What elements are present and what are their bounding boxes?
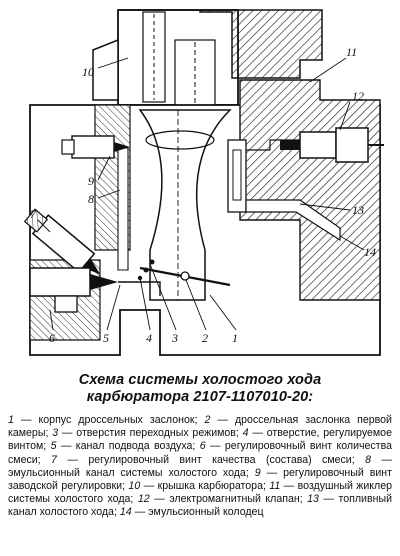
quality-screw — [23, 208, 101, 275]
carburetor-idle-system-diagram: 1 2 3 4 5 6 7 8 9 10 11 12 13 14 — [23, 9, 384, 356]
legend-text: 1 — корпус дроссельных заслонок; 2 — дро… — [8, 414, 392, 520]
callout-2: 2 — [202, 331, 208, 345]
legend-number: 13 — [307, 493, 319, 506]
callout-11: 11 — [346, 45, 357, 59]
callout-5: 5 — [103, 331, 109, 345]
legend-item-5: 5 — канал подвода воздуха; — [50, 440, 196, 453]
caption-title-line-2: карбюратора 2107-1107010-20: — [86, 389, 314, 405]
legend-text: эмульсионный колодец — [148, 506, 264, 519]
legend-item-1: 1 — корпус дроссельных заслонок; — [8, 414, 198, 426]
legend-number: 1 — [8, 414, 14, 426]
legend-number: 11 — [269, 480, 281, 493]
legend-item-10: 10 — крышка карбюратора; — [128, 480, 266, 493]
legend-item-13: 13 — топливный канал холостого хода; — [8, 493, 392, 519]
callout-13: 13 — [352, 203, 364, 217]
callout-1: 1 — [232, 331, 238, 345]
air-channel — [118, 259, 161, 296]
legend-number: 8 — [365, 453, 371, 466]
legend-item-14: 14 — эмульсионный колодец — [119, 506, 264, 519]
legend-number: 9 — [254, 466, 261, 479]
legend-item-12: 12 — электромагнитный клапан; — [137, 493, 303, 506]
carburetor-cover — [92, 9, 323, 106]
legend-item-8: 8 — эмульсионный канал системы холостого… — [8, 453, 392, 479]
legend-number: 4 — [242, 427, 249, 440]
callout-4: 4 — [146, 331, 152, 345]
callout-8: 8 — [88, 192, 94, 206]
legend-text: регулировочный винт количества смеси; — [8, 440, 392, 466]
air-inlet — [142, 11, 216, 111]
legend-text: корпус дроссельных заслонок; — [38, 414, 198, 426]
callout-6: 6 — [49, 331, 55, 345]
solenoid-valve — [280, 127, 384, 163]
callout-7: 7 — [30, 207, 37, 221]
callout-14: 14 — [364, 245, 376, 259]
legend-text: канал подвода воздуха; — [75, 440, 196, 453]
legend-number: 14 — [119, 506, 132, 519]
caption-title: Схема системы холостого хода карбюратора… — [8, 372, 392, 406]
legend-text: эмульсионный канал системы холостого ход… — [8, 466, 249, 479]
legend-text: отверстия переходных режимов; — [76, 427, 239, 440]
legend-item-7: 7 — регулировочный винт качества (состав… — [51, 453, 355, 466]
legend-text: топливный канал холостого хода; — [8, 493, 392, 519]
legend-number: 6 — [199, 440, 206, 453]
legend-text: воздушный жиклер системы холостого хода; — [8, 480, 392, 506]
legend-text: регулировочный винт заводской регулировк… — [8, 466, 392, 493]
legend-item-11: 11 — воздушный жиклер системы холостого … — [8, 480, 392, 506]
legend-item-6: 6 — регулировочный винт количества смеси… — [8, 440, 392, 466]
legend-text: регулировочный винт качества (состава) с… — [88, 453, 355, 466]
legend-number: 7 — [51, 453, 57, 466]
figure-caption: Схема системы холостого хода карбюратора… — [8, 372, 392, 520]
legend-item-9: 9 — регулировочный винт заводской регули… — [8, 466, 392, 493]
callout-3: 3 — [171, 331, 178, 345]
emulsion-channels — [117, 139, 341, 271]
factory-screw — [61, 135, 130, 159]
leader-lines — [37, 57, 365, 331]
legend-number: 5 — [50, 440, 57, 453]
legend-number: 3 — [52, 427, 59, 440]
legend-number: 10 — [128, 480, 141, 493]
caption-title-line-1: Схема системы холостого хода — [78, 372, 322, 388]
callout-9: 9 — [88, 174, 94, 188]
legend-text: крышка карбюратора; — [157, 480, 266, 493]
legend-item-2: 2 — дроссельная заслонка первой камеры; — [8, 414, 392, 440]
legend-item-4: 4 — отверстие, регулируемое винтом; — [8, 427, 392, 453]
callout-10: 10 — [82, 65, 94, 79]
mixing-chamber — [138, 109, 232, 301]
legend-text: дроссельная заслонка первой камеры; — [8, 414, 392, 440]
quantity-screw — [29, 267, 118, 313]
legend-number: 12 — [137, 493, 150, 506]
callout-12: 12 — [352, 89, 364, 103]
legend-text: отверстие, регулируемое винтом; — [8, 427, 392, 453]
legend-item-3: 3 — отверстия переходных режимов; — [52, 427, 239, 440]
legend-number: 2 — [204, 414, 211, 426]
legend-text: электромагнитный клапан; — [169, 493, 303, 506]
